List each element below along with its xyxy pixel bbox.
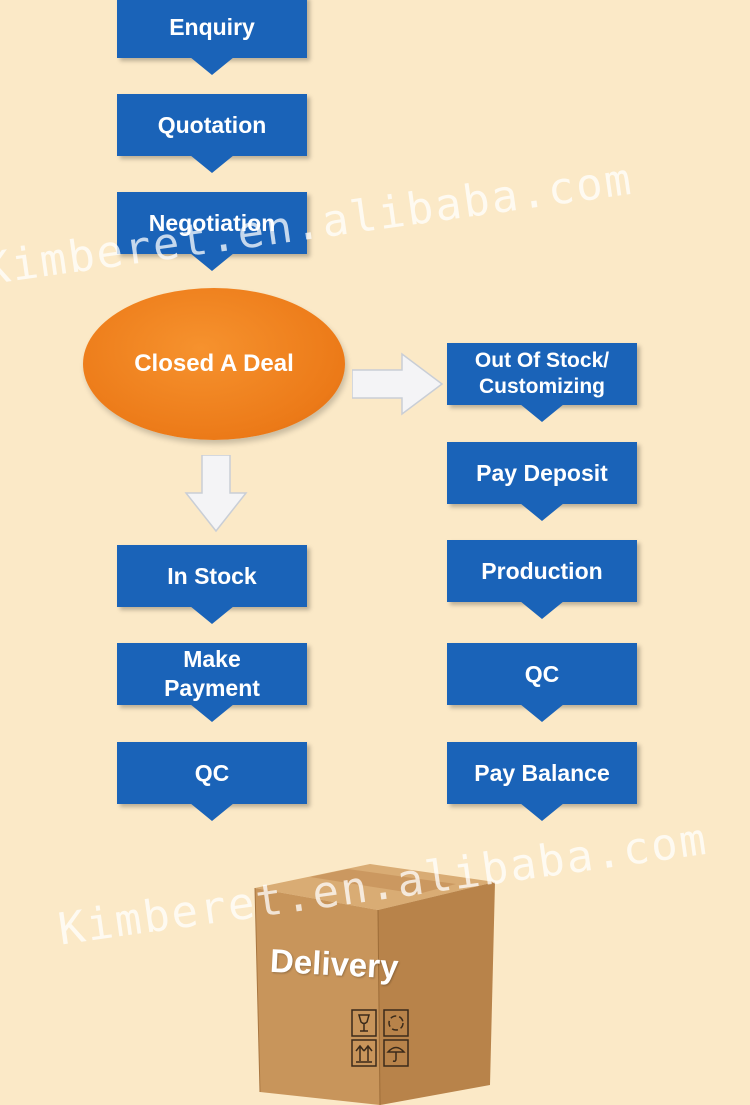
step-label: Production <box>481 557 603 584</box>
step-out-of-stock: Out Of Stock/ Customizing <box>447 343 637 422</box>
step-label: Make Payment <box>164 646 260 701</box>
step-label: QC <box>194 759 230 786</box>
step-label: Enquiry <box>169 13 255 40</box>
step-negotiation: Negotiation <box>117 192 307 271</box>
down-arrow-icon <box>184 455 248 533</box>
step-pay-balance: Pay Balance <box>447 742 637 821</box>
step-label: Pay Deposit <box>476 459 608 486</box>
step-in-stock: In Stock <box>117 545 307 624</box>
step-label: Out Of Stock/ Customizing <box>474 348 610 398</box>
step-label: Pay Balance <box>474 759 610 786</box>
step-qc-left: QC <box>117 742 307 821</box>
deal-label: Closed A Deal <box>134 350 294 377</box>
step-label: QC <box>524 660 560 687</box>
fragile-icon <box>351 1009 377 1037</box>
step-production: Production <box>447 540 637 619</box>
right-arrow-icon <box>352 352 444 416</box>
step-enquiry: Enquiry <box>117 0 307 75</box>
step-quotation: Quotation <box>117 94 307 173</box>
step-label: Quotation <box>157 111 267 138</box>
step-qc-right: QC <box>447 643 637 722</box>
step-make-payment: Make Payment <box>117 643 307 722</box>
this-way-up-icon <box>351 1039 377 1067</box>
step-label: Negotiation <box>148 209 276 236</box>
watermark: Kimberet.en.alibaba.com <box>0 153 637 296</box>
recycle-icon <box>383 1009 409 1037</box>
keep-dry-icon <box>383 1039 409 1067</box>
step-label: In Stock <box>167 562 257 589</box>
step-pay-deposit: Pay Deposit <box>447 442 637 521</box>
closed-deal-oval: Closed A Deal <box>83 288 345 440</box>
delivery-box-image <box>254 864 495 1105</box>
